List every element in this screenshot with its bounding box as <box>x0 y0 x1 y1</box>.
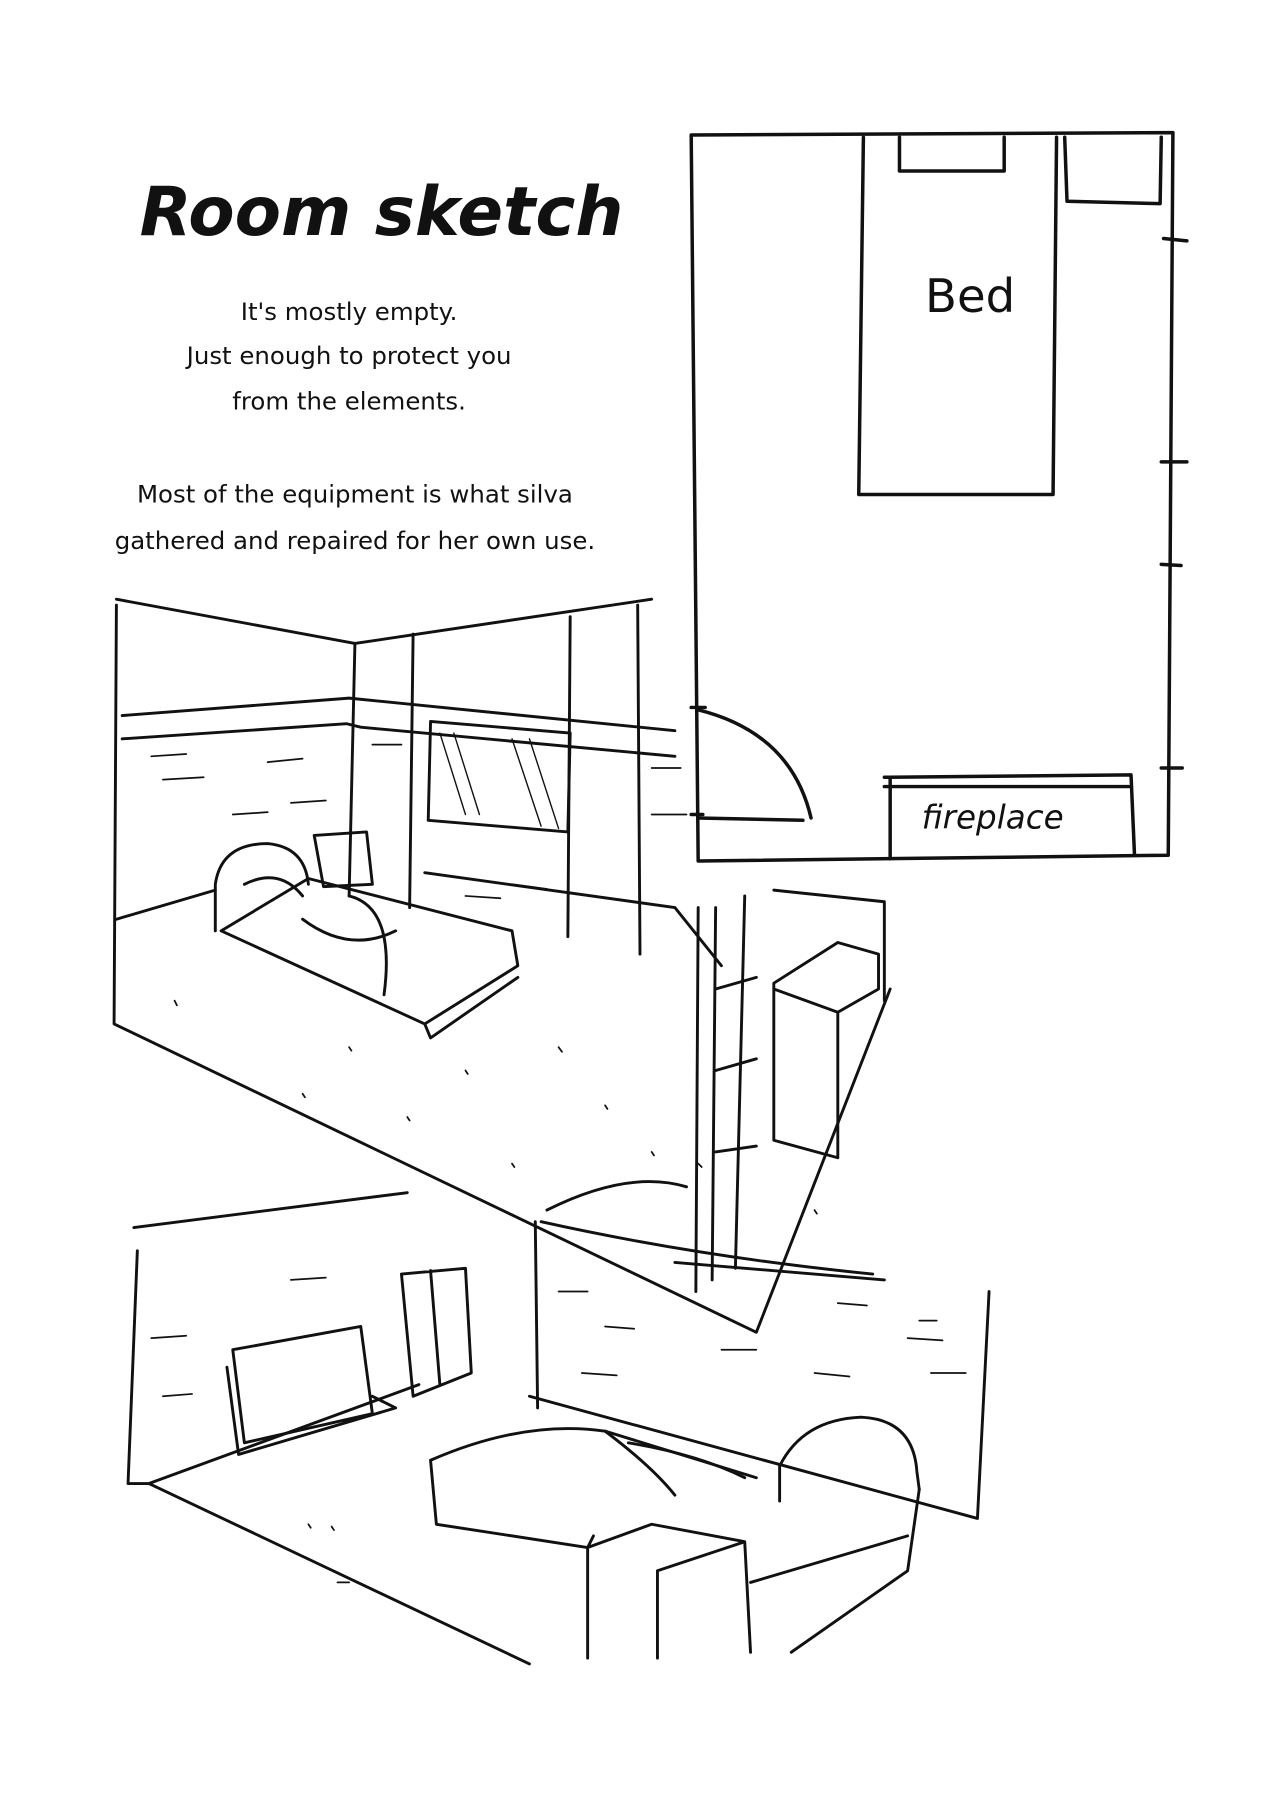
fireplace <box>225 1324 398 1456</box>
nightstand <box>312 830 374 889</box>
note-line: Most of the equipment is what silva <box>137 480 573 509</box>
bed-headboard <box>213 842 310 933</box>
bed-frame <box>219 877 520 1040</box>
floor-plan: Bed fireplace <box>689 130 1189 863</box>
cabinet <box>772 941 880 1160</box>
perspective-view-bed <box>112 597 892 1334</box>
nightstand <box>1062 135 1164 206</box>
note-line: gathered and repaired for her own use. <box>115 526 595 555</box>
bed-frame-2 <box>429 1427 758 1549</box>
intro-line: It's mostly empty. <box>241 297 458 326</box>
perspective-view-fireplace <box>126 1191 991 1666</box>
note-text: Most of the equipment is what silva gath… <box>115 480 595 556</box>
door <box>400 1266 473 1398</box>
page-title: Room sketch <box>140 172 624 251</box>
bed-label: Bed <box>925 269 1015 323</box>
pillow <box>897 135 1006 173</box>
intro-line: from the elements. <box>232 387 466 416</box>
cabinet-2 <box>586 1522 752 1660</box>
fireplace-label: fireplace <box>922 798 1064 836</box>
intro-text: It's mostly empty. Just enough to protec… <box>185 297 512 416</box>
bed-headboard-2 <box>778 1415 921 1503</box>
intro-line: Just enough to protect you <box>185 341 512 370</box>
fireplace-outline <box>882 773 1137 861</box>
window <box>426 719 572 834</box>
door-swing <box>696 708 813 823</box>
bed-outline <box>857 135 1059 497</box>
